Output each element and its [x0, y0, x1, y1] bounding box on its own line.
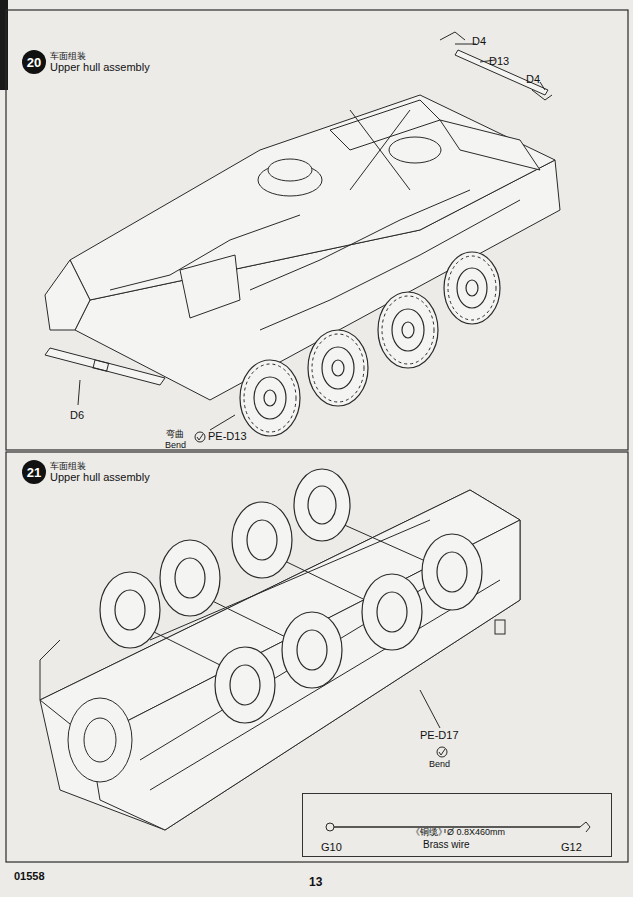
inset-text: 《铜缆》Ø 0.8X460mm [411, 828, 505, 837]
part-label: PE-D13 [208, 431, 247, 442]
inset-text: Brass wire [423, 840, 470, 850]
inset-text: G10 [321, 842, 342, 853]
inset-text: G12 [561, 842, 582, 853]
heading-english: Upper hull assembly [50, 471, 150, 484]
step-heading: 车面组装Upper hull assembly [50, 461, 150, 484]
part-label: D4 [472, 36, 486, 47]
heading-english: Upper hull assembly [50, 61, 150, 74]
step-number-text: 21 [22, 460, 46, 484]
step-number: 20车面组装Upper hull assembly [22, 50, 150, 74]
heading-chinese: 车面组装 [50, 51, 150, 61]
page-number: 01558 [14, 871, 45, 882]
part-label: D13 [489, 56, 509, 67]
part-label: Bend [429, 760, 450, 769]
step-number-text: 20 [22, 50, 46, 74]
step-number: 21车面组装Upper hull assembly [22, 460, 150, 484]
part-label: D6 [70, 410, 84, 421]
part-label: 弯曲 [166, 430, 184, 439]
part-label: PE-D17 [420, 730, 459, 741]
part-label: Bend [165, 441, 186, 450]
part-label: D4 [526, 74, 540, 85]
heading-chinese: 车面组装 [50, 461, 150, 471]
step-heading: 车面组装Upper hull assembly [50, 51, 150, 74]
inset-box: G10 《铜缆》Ø 0.8X460mmBrass wire G12 [302, 793, 612, 857]
page-number: 13 [309, 876, 322, 888]
